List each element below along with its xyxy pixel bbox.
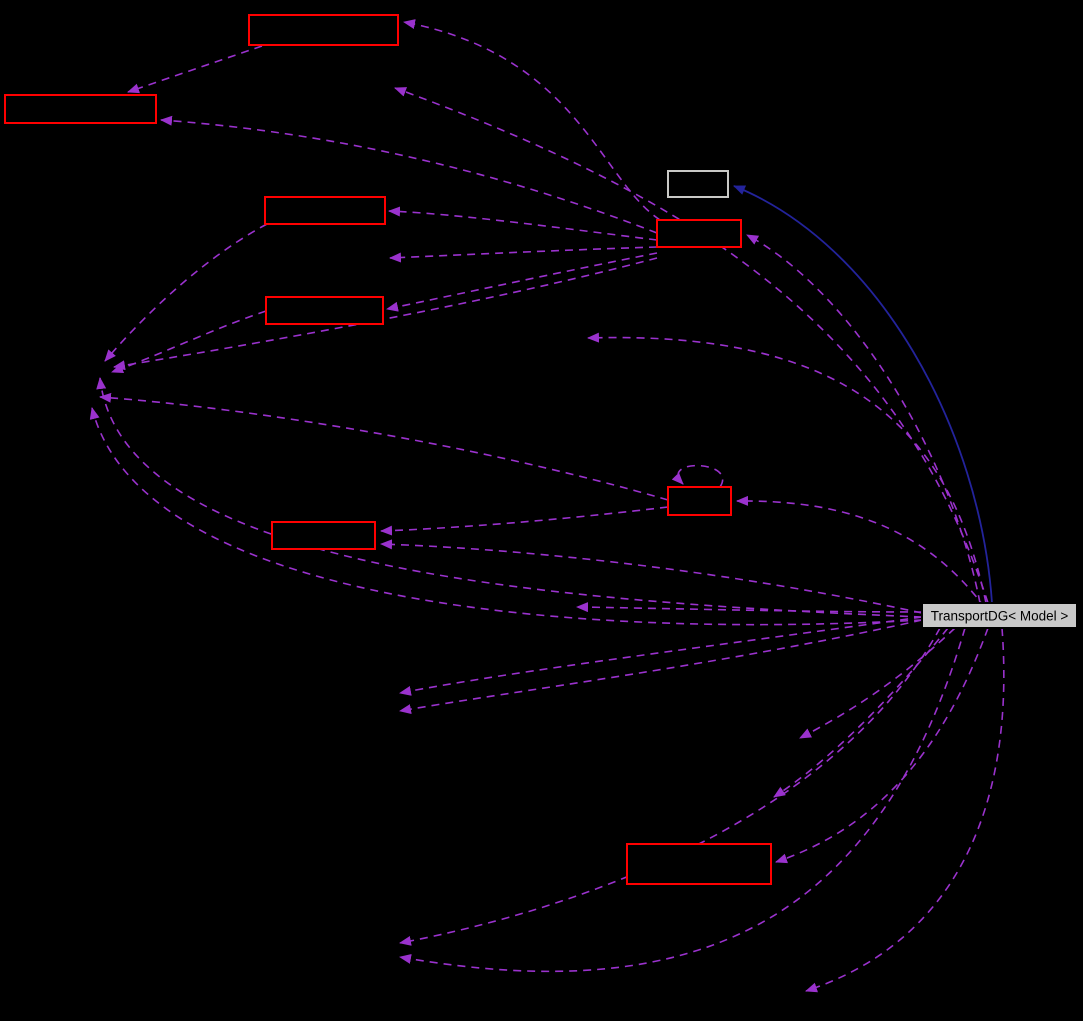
class-node-mid-left-1[interactable] — [264, 196, 386, 225]
class-node-transportdg-box[interactable] — [921, 602, 1078, 629]
class-node-center-hub-box[interactable] — [656, 219, 742, 248]
edge-tdg-to-hidden-3 — [587, 332, 987, 604]
edge-hub-to-hidden-hub — [113, 257, 658, 371]
edge-tdg-to-hidden-6 — [399, 619, 923, 715]
edge-hub-to-hidden-2 — [389, 246, 658, 263]
edge-hub-to-left — [160, 115, 658, 234]
edge-hub-to-top — [403, 19, 661, 221]
edge-tdg-sweep-2 — [96, 377, 923, 618]
edge-tdg-to-hub — [746, 234, 981, 604]
class-node-center-hub[interactable] — [656, 219, 742, 248]
edges-layer — [89, 19, 1005, 993]
edge-tdg-sweep-1 — [89, 407, 923, 626]
class-node-self-loop-box[interactable] — [667, 486, 732, 516]
class-node-lower-left-box[interactable] — [271, 521, 376, 550]
edge-tdg-to-self — [736, 495, 986, 609]
class-node-lower-left[interactable] — [271, 521, 376, 550]
edge-tdg-to-lowerleft — [380, 539, 923, 614]
class-node-mid-left-2[interactable] — [265, 296, 384, 325]
edge-tdg-to-bottom — [775, 627, 989, 864]
class-node-top-box[interactable] — [248, 14, 399, 46]
edge-tdg-to-hidden-11 — [805, 627, 1005, 993]
edge-tdg-to-hidden-8 — [773, 627, 949, 798]
edge-self-to-lowerleft — [380, 506, 669, 536]
class-node-self-loop[interactable] — [667, 486, 732, 516]
class-node-bottom[interactable] — [626, 843, 772, 885]
edge-hub-to-mid1 — [388, 206, 658, 241]
class-node-mid-left-1-box[interactable] — [264, 196, 386, 225]
edge-tdg-to-hidden-5 — [399, 616, 923, 696]
class-node-top[interactable] — [248, 14, 399, 46]
edge-self-loop — [671, 464, 724, 488]
edge-tdg-to-hidden-4 — [576, 602, 923, 613]
edge-tdg-to-hidden-10 — [399, 627, 966, 973]
edge-top-to-left — [127, 45, 263, 94]
class-node-transportdg-label: TransportDG< Model > — [931, 609, 1069, 624]
class-node-mid-left-2-box[interactable] — [265, 296, 384, 325]
edge-tdg-to-hidden-1 — [394, 87, 989, 604]
edge-tdg-to-hidden-7 — [799, 627, 956, 739]
nodes-layer: TransportDG< Model > — [4, 14, 1078, 885]
edge-mid2-to-hidden-hub — [111, 310, 267, 374]
class-node-bottom-box[interactable] — [626, 843, 772, 885]
edge-tdg-to-hidden-9 — [399, 627, 941, 946]
edge-mid1-to-hidden-hub — [104, 223, 268, 362]
class-node-upper-left-box[interactable] — [4, 94, 157, 124]
edge-tdg-to-gray-inheritance — [733, 185, 993, 604]
class-node-upper-left[interactable] — [4, 94, 157, 124]
edge-hub-to-mid2 — [386, 252, 658, 312]
class-node-gray-box[interactable] — [667, 170, 729, 198]
edge-self-to-hidden-hub — [99, 392, 669, 501]
class-node-gray[interactable] — [667, 170, 729, 198]
class-node-transportdg[interactable]: TransportDG< Model > — [921, 602, 1078, 629]
